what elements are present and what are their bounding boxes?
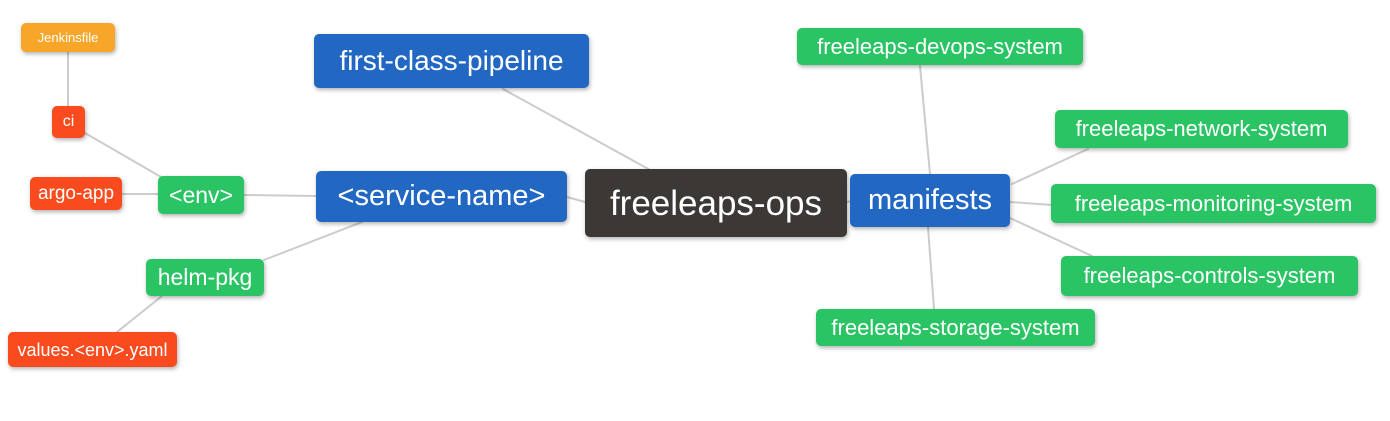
edge-manifests-to-monitoring-system xyxy=(1009,201,1053,206)
node-ci[interactable]: ci xyxy=(52,106,85,138)
edge-first-class-pipeline-to-freeleaps-ops xyxy=(502,88,653,172)
node-monitoring-system[interactable]: freeleaps-monitoring-system xyxy=(1051,184,1376,223)
edge-manifests-to-controls-system xyxy=(1009,217,1093,257)
edge-manifests-to-storage-system xyxy=(927,226,935,310)
node-controls-system[interactable]: freeleaps-controls-system xyxy=(1061,256,1358,296)
node-network-system[interactable]: freeleaps-network-system xyxy=(1055,110,1348,148)
node-freeleaps-ops[interactable]: freeleaps-ops xyxy=(585,169,847,237)
node-devops-system[interactable]: freeleaps-devops-system xyxy=(797,28,1083,65)
node-first-class-pipeline[interactable]: first-class-pipeline xyxy=(314,34,589,88)
node-values-env-yaml[interactable]: values.<env>.yaml xyxy=(8,332,177,367)
node-jenkinsfile[interactable]: Jenkinsfile xyxy=(21,23,115,52)
edge-ci-to-env xyxy=(84,132,169,182)
node-service-name[interactable]: <service-name> xyxy=(316,171,567,222)
edge-manifests-to-network-system xyxy=(1011,148,1089,185)
edge-values-env-yaml-to-helm-pkg xyxy=(116,295,163,333)
node-storage-system[interactable]: freeleaps-storage-system xyxy=(816,309,1095,346)
node-helm-pkg[interactable]: helm-pkg xyxy=(146,259,264,296)
edge-helm-pkg-to-service-name xyxy=(263,221,363,261)
edge-env-to-service-name xyxy=(243,194,317,197)
node-env[interactable]: <env> xyxy=(158,176,244,214)
edge-devops-system-to-manifests xyxy=(919,65,931,175)
edge-service-name-to-freeleaps-ops xyxy=(566,196,586,203)
node-argo-app[interactable]: argo-app xyxy=(30,177,122,210)
node-manifests[interactable]: manifests xyxy=(850,174,1010,227)
